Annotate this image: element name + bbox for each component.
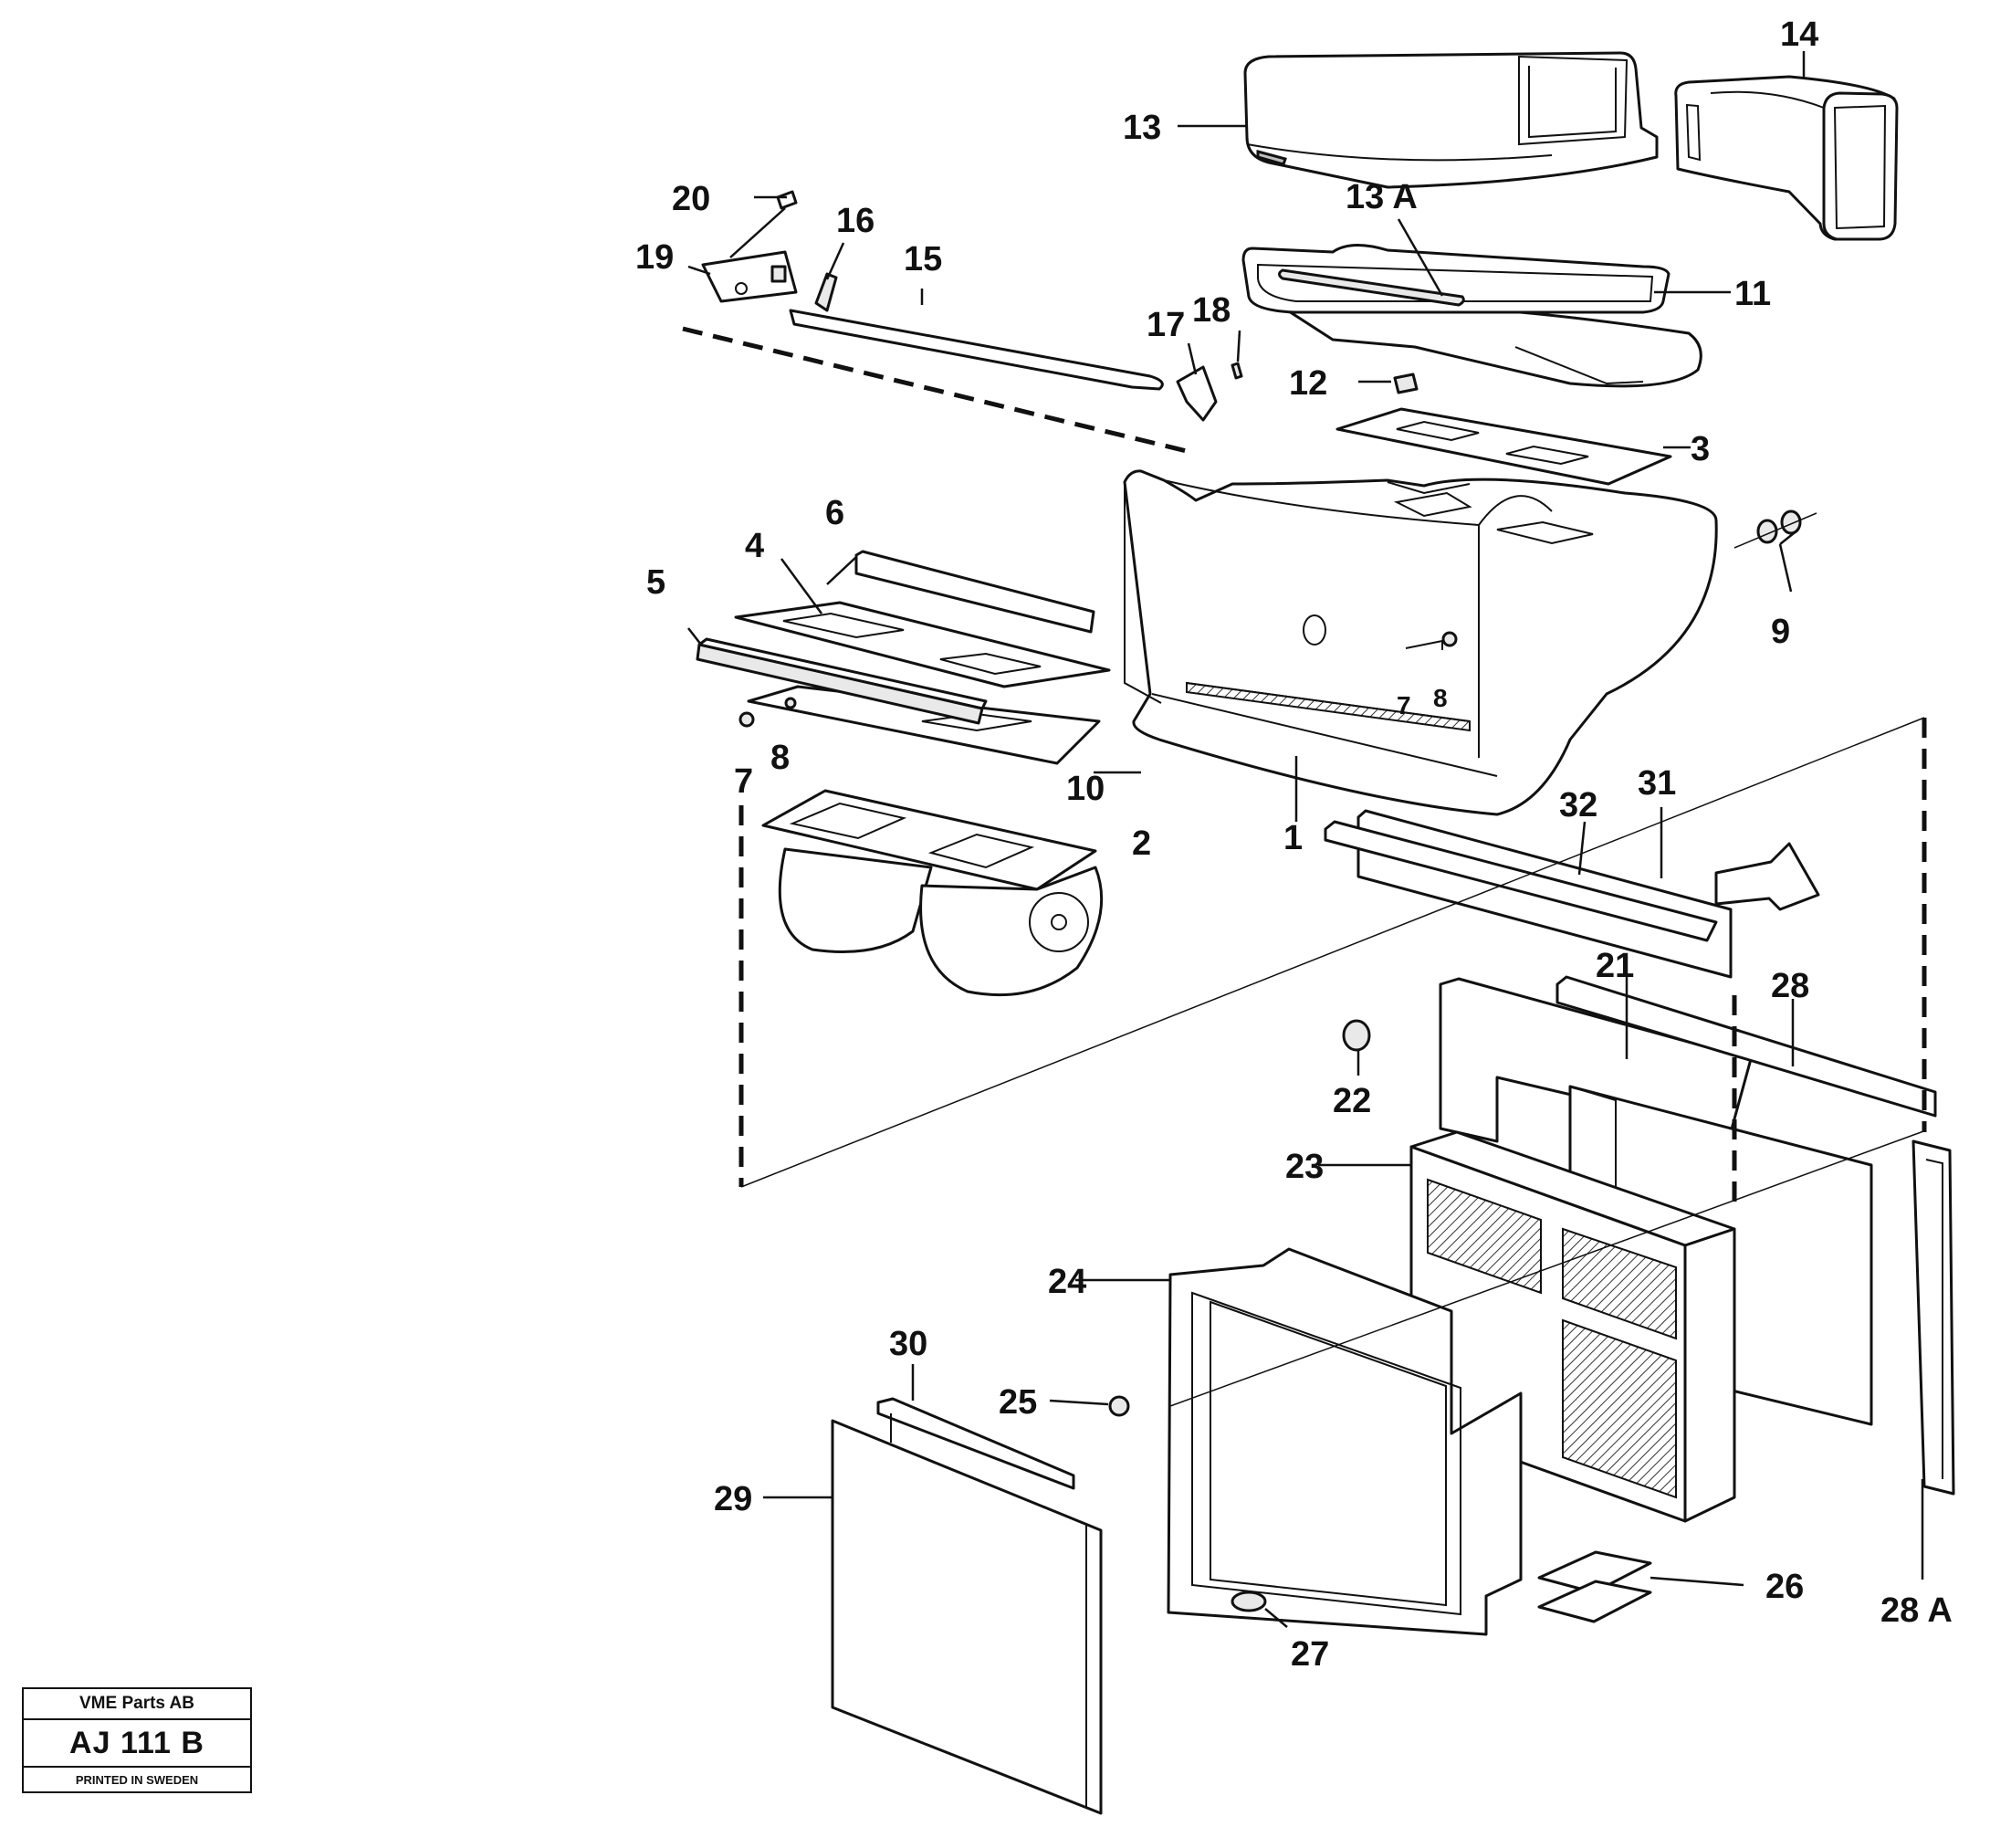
- callout-21: 21: [1596, 947, 1634, 985]
- part-26-pads: [1537, 1550, 1652, 1623]
- part-7-8-fasteners: [738, 631, 1458, 728]
- part-25-nut: [1108, 1395, 1130, 1417]
- leader-lines: [687, 51, 1924, 1628]
- callout-32: 32: [1559, 786, 1597, 824]
- part-1-main-housing: [1123, 469, 1718, 816]
- callout-25: 25: [999, 1383, 1037, 1422]
- part-13-duct-cover: [1243, 51, 1659, 189]
- part-30-gasket: [876, 1397, 1075, 1490]
- callout-10: 10: [1066, 770, 1105, 808]
- part-29-door: [831, 1419, 1103, 1815]
- callout-30: 30: [889, 1325, 927, 1363]
- part-28a-frame: [1911, 1139, 1955, 1496]
- callout-27: 27: [1291, 1635, 1329, 1674]
- callout-13: 13: [1123, 109, 1161, 147]
- title-block: VME Parts AB AJ 111 B PRINTED IN SWEDEN: [22, 1687, 252, 1793]
- callout-23: 23: [1285, 1148, 1324, 1186]
- callout-22: 22: [1333, 1082, 1371, 1120]
- company-name: VME Parts AB: [24, 1689, 250, 1720]
- callout-17: 17: [1147, 306, 1185, 344]
- callout-28a: 28 A: [1880, 1591, 1953, 1630]
- part-15-rail: [701, 190, 1164, 391]
- part-14-end-duct: [1674, 75, 1899, 241]
- callout-18: 18: [1192, 291, 1231, 330]
- callout-1: 1: [1283, 819, 1303, 857]
- callout-5: 5: [646, 563, 665, 602]
- callout-16: 16: [836, 202, 875, 240]
- callout-7-housing: 7: [1397, 691, 1411, 719]
- part-3-gasket-plate: [1335, 407, 1672, 486]
- callout-11: 11: [1734, 275, 1771, 313]
- part-17-bracket: [1176, 362, 1243, 422]
- callout-26: 26: [1765, 1568, 1804, 1606]
- callout-29: 29: [714, 1480, 752, 1518]
- arrow-indicator: [1714, 842, 1820, 911]
- part-22-nut: [1342, 1019, 1371, 1052]
- callout-9: 9: [1771, 613, 1790, 651]
- callout-12: 12: [1289, 364, 1327, 403]
- callout-7-plate: 7: [734, 762, 753, 801]
- part-24-frame: [1167, 1247, 1523, 1636]
- alignment-lines: [682, 326, 1927, 1407]
- part-11-housing-tray: [1241, 243, 1702, 388]
- callout-2: 2: [1132, 824, 1151, 863]
- callout-24: 24: [1048, 1263, 1086, 1301]
- part-27-cap: [1231, 1591, 1267, 1612]
- printed-note: PRINTED IN SWEDEN: [75, 1773, 199, 1787]
- part-4-cover-plate: [734, 601, 1111, 688]
- callout-6: 6: [825, 494, 844, 532]
- part-6-strip: [854, 550, 1095, 634]
- callout-20: 20: [672, 180, 710, 218]
- callout-14: 14: [1780, 16, 1818, 54]
- callout-28: 28: [1771, 967, 1809, 1005]
- callout-8-plate: 8: [770, 739, 790, 777]
- callout-8-housing: 8: [1433, 684, 1448, 712]
- callout-19: 19: [635, 238, 674, 277]
- part-12-clip: [1393, 373, 1419, 394]
- part-9-washers: [1756, 509, 1802, 544]
- callout-15: 15: [904, 240, 942, 278]
- callout-31: 31: [1638, 764, 1676, 803]
- callout-labels: 13 14 13 A 11 20 19 16 15 17 18 12 3 9 6…: [635, 16, 1953, 1674]
- part-2-blower: [761, 789, 1104, 997]
- callout-3: 3: [1691, 430, 1710, 468]
- callout-13a: 13 A: [1346, 178, 1418, 216]
- part-28-strip: [1555, 975, 1937, 1118]
- part-31-rail: [1324, 809, 1733, 979]
- drawing-code: AJ 111 B: [24, 1720, 250, 1768]
- part-5-strip: [696, 637, 988, 725]
- callout-4: 4: [745, 527, 764, 565]
